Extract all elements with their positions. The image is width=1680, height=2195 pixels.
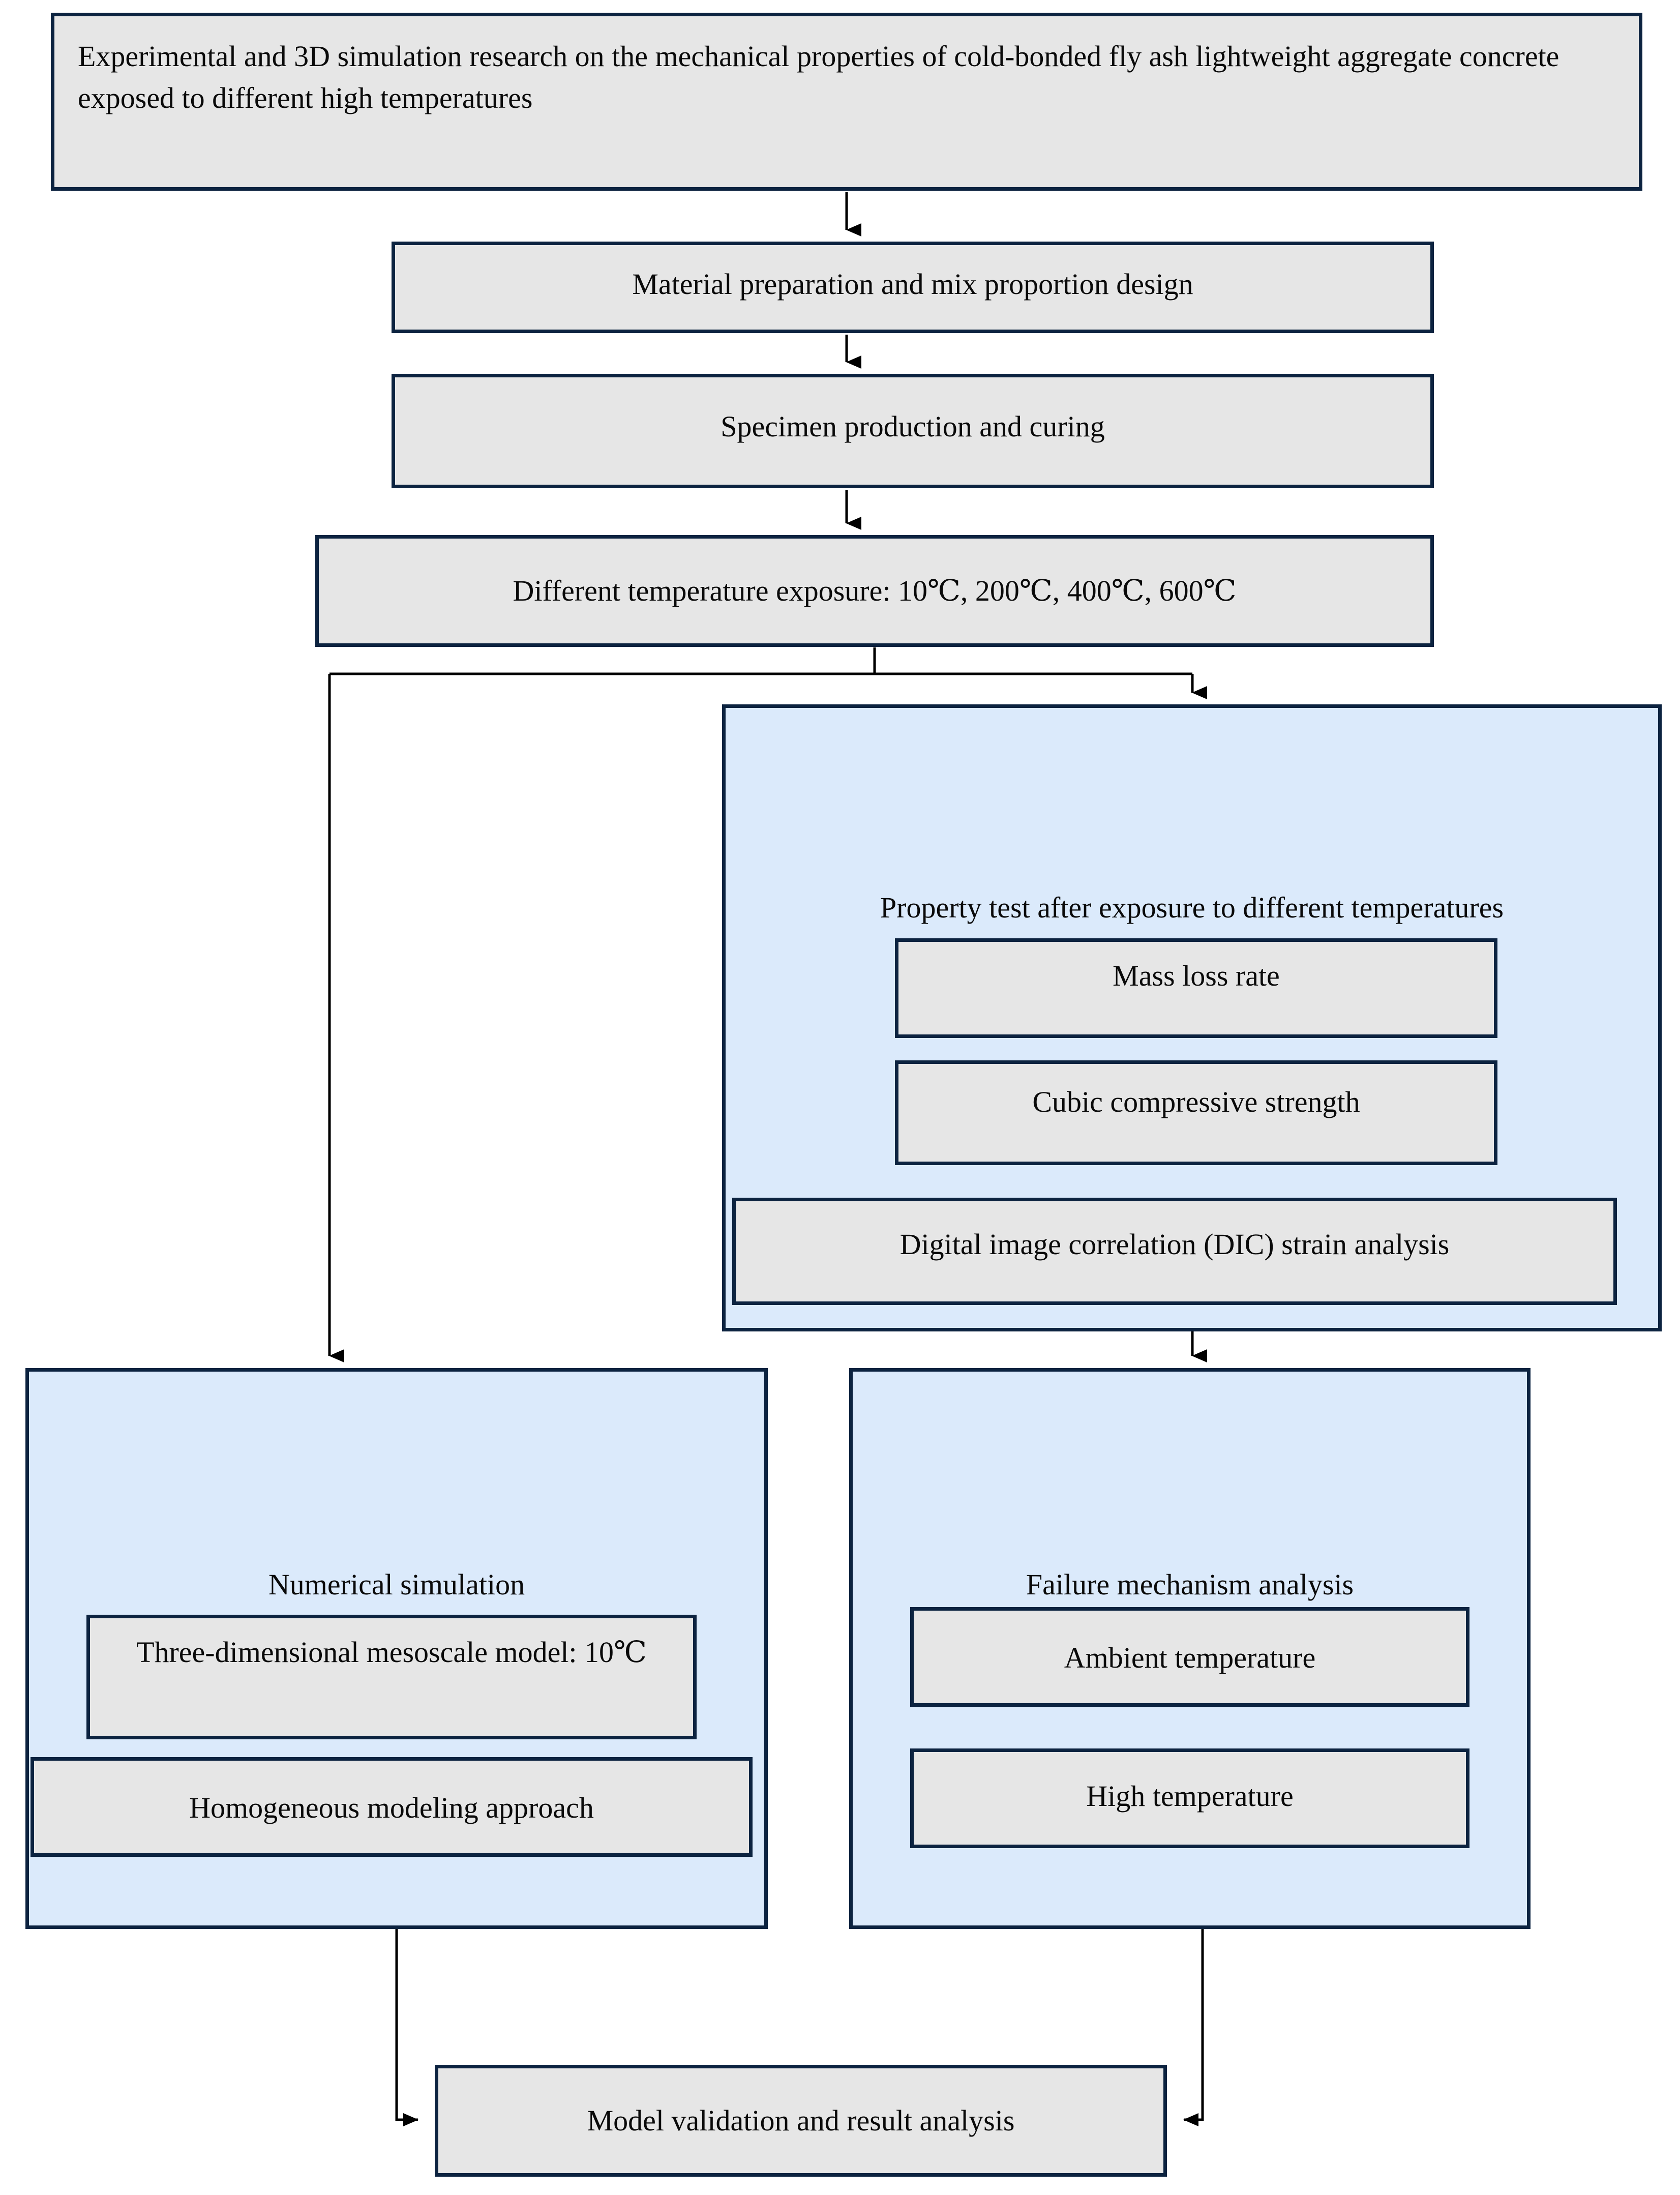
node-material-preparation[interactable]: Material preparation and mix proportion …: [392, 242, 1434, 333]
node-ambient-temperature[interactable]: Ambient temperature: [910, 1607, 1469, 1707]
failure-mechanism-title: Failure mechanism analysis: [1026, 1568, 1354, 1601]
connector-failure-to-validation: [1183, 1929, 1204, 2126]
property-test-title: Property test after exposure to differen…: [880, 891, 1504, 924]
node-model-validation[interactable]: Model validation and result analysis: [435, 2065, 1167, 2177]
research-title-label: Experimental and 3D simulation research …: [78, 40, 1559, 115]
high-temperature-label: High temperature: [1086, 1779, 1294, 1813]
node-temperature-exposure[interactable]: Different temperature exposure: 10℃, 200…: [315, 535, 1434, 647]
ambient-temperature-label: Ambient temperature: [1064, 1641, 1316, 1674]
connector-numerical-to-validation: [395, 1929, 418, 2126]
numerical-simulation-title: Numerical simulation: [268, 1568, 525, 1601]
mesoscale-model-label: Three-dimensional mesoscale model: 10℃: [136, 1636, 647, 1669]
material-preparation-label: Material preparation and mix proportion …: [632, 268, 1193, 301]
node-dic-strain-analysis[interactable]: Digital image correlation (DIC) strain a…: [732, 1198, 1617, 1305]
node-cubic-compressive-strength[interactable]: Cubic compressive strength: [895, 1060, 1497, 1165]
node-research-title[interactable]: Experimental and 3D simulation research …: [51, 13, 1642, 191]
node-mesoscale-model[interactable]: Three-dimensional mesoscale model: 10℃: [86, 1615, 697, 1739]
cubic-compressive-strength-label: Cubic compressive strength: [1032, 1085, 1360, 1118]
temperature-exposure-label: Different temperature exposure: 10℃, 200…: [513, 574, 1237, 607]
model-validation-label: Model validation and result analysis: [587, 2104, 1015, 2137]
mass-loss-rate-label: Mass loss rate: [1113, 959, 1280, 992]
node-mass-loss-rate[interactable]: Mass loss rate: [895, 938, 1497, 1038]
homogeneous-modeling-label: Homogeneous modeling approach: [189, 1791, 594, 1824]
node-specimen-production[interactable]: Specimen production and curing: [392, 374, 1434, 488]
dic-strain-analysis-label: Digital image correlation (DIC) strain a…: [899, 1228, 1450, 1261]
specimen-production-label: Specimen production and curing: [721, 410, 1105, 443]
node-homogeneous-modeling[interactable]: Homogeneous modeling approach: [31, 1757, 753, 1857]
node-high-temperature[interactable]: High temperature: [910, 1748, 1469, 1848]
